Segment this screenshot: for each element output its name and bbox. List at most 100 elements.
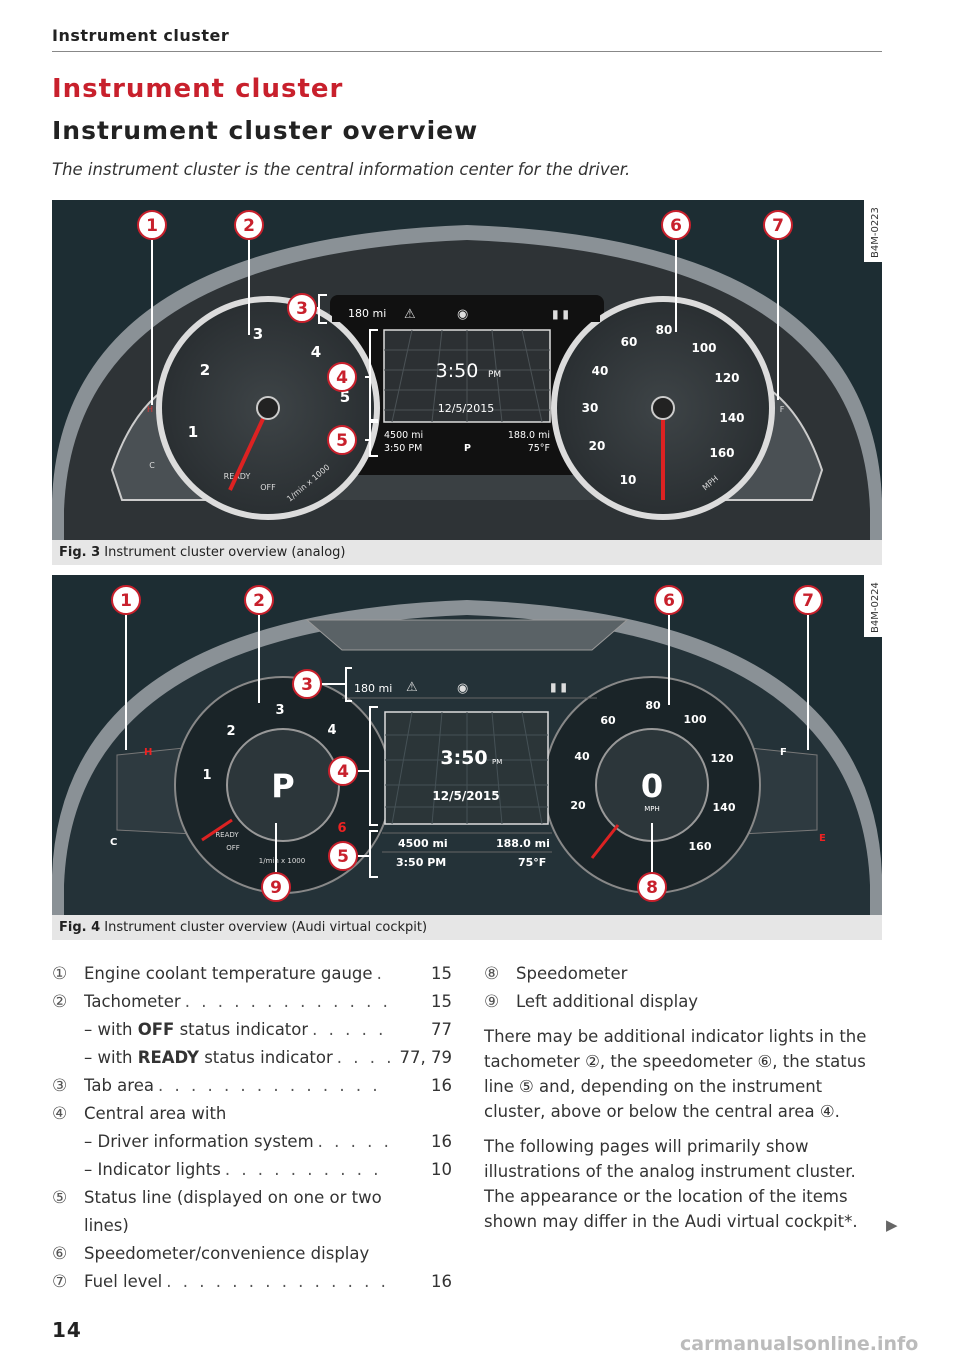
legend-item: ④ Central area with (52, 1100, 452, 1128)
phone-icon: ▮ ▮ (550, 680, 567, 694)
fuel-full-label: F (780, 405, 785, 414)
item-label: Tab area (84, 1072, 154, 1100)
tach-label: 5 (340, 388, 350, 406)
tach-label: 4 (327, 723, 336, 738)
speed-label: 60 (621, 335, 638, 349)
dot-leader (312, 1016, 390, 1044)
dot-leader (318, 1128, 390, 1156)
speed-label: 20 (589, 439, 606, 453)
legend-item: ① Engine coolant temperature gauge 15 (52, 960, 452, 988)
callout-7: 7 (802, 591, 814, 611)
speed-label: 120 (711, 752, 734, 765)
status-trip: 188.0 mi (508, 430, 550, 441)
tach-needle (228, 407, 270, 491)
item-label: Fuel level (84, 1268, 162, 1296)
caption-label: Fig. 4 (59, 920, 101, 935)
display-time-suffix: PM (488, 370, 501, 380)
item-label: – Indicator lights (84, 1156, 221, 1184)
callout-2: 2 (253, 591, 265, 611)
speed-hub (651, 396, 675, 420)
speed-label: 10 (620, 473, 637, 487)
page-number: 14 (52, 1318, 82, 1342)
label-part: Fuel level (84, 1272, 163, 1291)
tach-label: 3 (253, 325, 263, 343)
section-title: Instrument cluster overview (52, 116, 479, 145)
item-label: – with READY status indicator (84, 1044, 333, 1072)
callout-4: 4 (337, 762, 349, 782)
legend-item: – Indicator lights 10 (52, 1156, 452, 1184)
speed-label: 140 (713, 801, 736, 814)
callout-5: 5 (337, 847, 349, 867)
page-ref: 15 (431, 992, 452, 1011)
speed-label: 160 (689, 840, 712, 853)
paragraph: There may be additional indicator lights… (484, 1027, 867, 1121)
dot-leader (225, 1156, 390, 1184)
tach-hub (256, 396, 280, 420)
display-time: 3:50 (436, 360, 479, 382)
callout-3: 3 (301, 675, 313, 695)
label-part: Central area with (84, 1104, 227, 1123)
label-part: – with (84, 1048, 138, 1067)
page-ref: 10 (431, 1160, 452, 1179)
figure-code: B4M-0223 (870, 207, 881, 258)
item-label: Engine coolant temperature gauge (84, 960, 373, 988)
speed-needle (590, 824, 620, 859)
status-clock: 3:50 PM (384, 443, 422, 454)
page-ref: 15 (431, 964, 452, 983)
label-part: – Indicator lights (84, 1160, 221, 1179)
tach-label: 4 (311, 343, 321, 361)
legend-item-cont: lines) (52, 1212, 452, 1240)
speed-display: 0 (641, 767, 663, 805)
display-time-suffix: PM (492, 758, 502, 766)
tach-label: 6 (337, 821, 346, 836)
media-icon: ◉ (457, 307, 468, 322)
label-part: Tab area (84, 1076, 154, 1095)
off-indicator: OFF (260, 483, 276, 492)
running-header: Instrument cluster (52, 26, 230, 45)
speed-label: 80 (645, 699, 661, 712)
callout-6: 6 (670, 216, 682, 236)
callout-5: 5 (336, 431, 348, 451)
figure-analog-cluster: 1 2 3 4 5 READY OFF 1/min x 1000 MPH H C… (52, 200, 882, 540)
status-odometer: 4500 mi (384, 430, 423, 441)
tab-range: 180 mi (348, 307, 386, 320)
page-title: Instrument cluster (52, 74, 344, 104)
speed-label: 40 (592, 364, 609, 378)
item-label: – with OFF status indicator (84, 1016, 308, 1044)
paragraph: The following pages will primarily show … (484, 1137, 858, 1231)
speed-label: 100 (684, 713, 707, 726)
callout-8: 8 (646, 878, 658, 898)
callout-7: 7 (772, 216, 784, 236)
page-ref: 77, 79 (399, 1048, 452, 1067)
media-icon: ◉ (457, 681, 468, 696)
fuel-full-label: F (780, 747, 787, 758)
watermark: carmanualsonline.info (680, 1333, 919, 1355)
label-part: status indicator (198, 1048, 333, 1067)
item-label: Central area with (84, 1100, 226, 1128)
callout-4: 4 (336, 368, 348, 388)
caption-text: Instrument cluster overview (Audi virtua… (104, 920, 428, 935)
item-number: ① (52, 964, 68, 984)
speed-label: 40 (574, 750, 590, 763)
dot-leader (158, 1072, 390, 1100)
label-part: status indicator (174, 1020, 309, 1039)
tach-label: 1 (188, 423, 198, 441)
label-part: Tachometer (84, 992, 181, 1011)
display-date: 12/5/2015 (432, 789, 499, 803)
item-number: ⑦ (52, 1272, 68, 1292)
item-number: ④ (52, 1104, 68, 1124)
display-date: 12/5/2015 (438, 402, 494, 415)
speed-label: 160 (709, 446, 734, 460)
header-rule (52, 51, 882, 52)
caption-label: Fig. 3 (59, 545, 101, 560)
status-temp: 75°F (528, 443, 550, 454)
page-ref: 16 (431, 1272, 452, 1291)
coolant-hot-label: H (147, 405, 153, 414)
warning-icon: ⚠ (404, 307, 416, 322)
legend-item: – with OFF status indicator77 (52, 1016, 452, 1044)
